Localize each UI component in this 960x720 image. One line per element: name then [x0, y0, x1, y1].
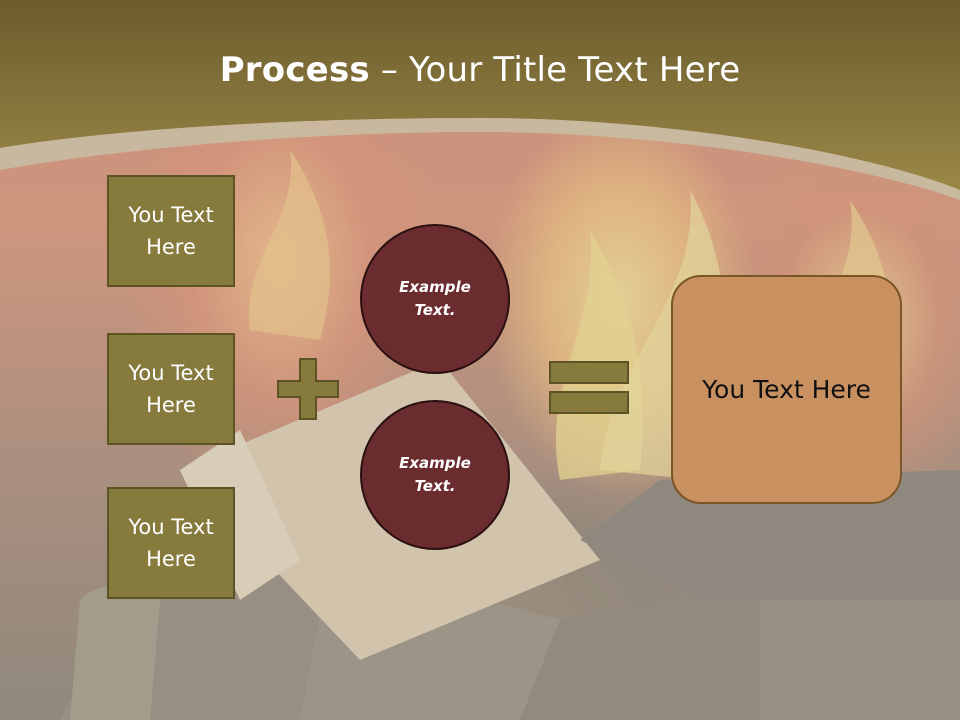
input-box-2[interactable]: You Text Here: [107, 333, 235, 445]
equals-icon: [549, 361, 629, 414]
input-box-3[interactable]: You Text Here: [107, 487, 235, 599]
title-bold-text: Process: [219, 50, 370, 90]
example-circle-1[interactable]: Example Text.: [360, 224, 510, 374]
result-box[interactable]: You Text Here: [671, 275, 902, 504]
header-band: [0, 0, 960, 200]
plus-icon: [277, 358, 339, 420]
slide-title: Process – Your Title Text Here: [0, 50, 960, 90]
example-circle-2[interactable]: Example Text.: [360, 400, 510, 550]
input-box-1[interactable]: You Text Here: [107, 175, 235, 287]
title-rest-text: – Your Title Text Here: [369, 50, 741, 90]
